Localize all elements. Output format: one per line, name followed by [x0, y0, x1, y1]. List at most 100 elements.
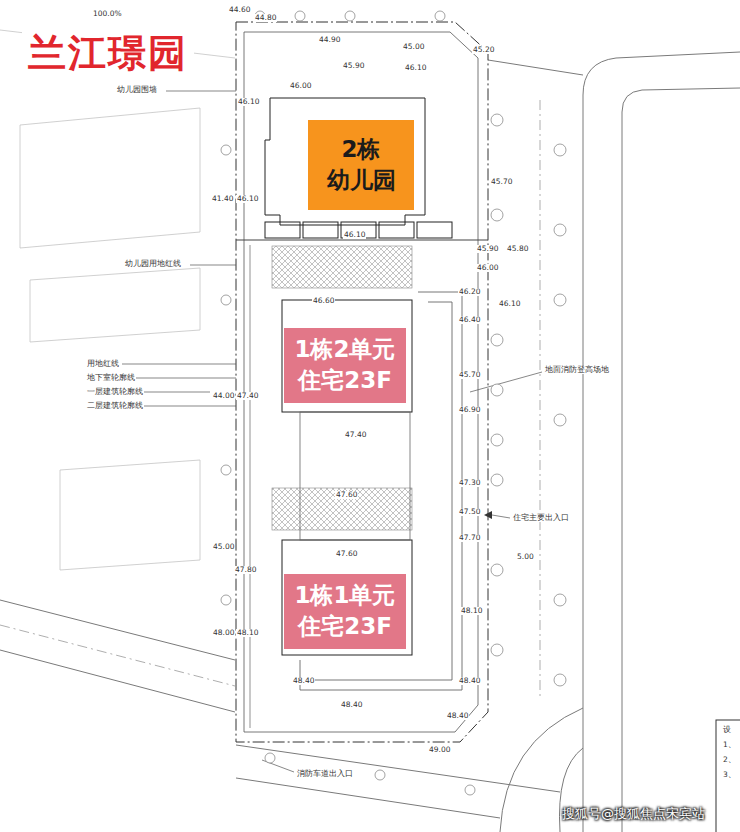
elevation-mark: 49.00 [428, 746, 451, 754]
elevation-mark: 46.40 [458, 316, 481, 324]
tree-symbol [221, 595, 231, 605]
elevation-mark: 45.00 [402, 43, 425, 51]
elevation-mark: 44.80 [254, 14, 277, 22]
tree-symbol [554, 144, 566, 156]
plan-note: 3、 [722, 771, 737, 779]
leader-line [190, 265, 236, 266]
elevation-mark: 48.10 [236, 629, 259, 637]
leader-line [122, 364, 236, 365]
tree-symbol [221, 11, 566, 795]
elevation-mark: 45.80 [506, 245, 529, 253]
elevation-mark: 5.00 [516, 553, 535, 561]
elevation-mark: 48.10 [460, 607, 483, 615]
tree-symbol [491, 474, 503, 486]
tree-symbol [554, 414, 566, 426]
plan-note: 设 [722, 726, 732, 734]
tree-symbol [345, 11, 355, 21]
kindergarten-outline [265, 98, 452, 238]
tree-symbol [221, 465, 231, 475]
elevation-mark: 48.40 [292, 677, 315, 685]
project-title: 兰江璟园 [22, 30, 194, 78]
neighbour-outline [60, 460, 200, 570]
table-frame [716, 720, 740, 832]
plan-note: 地面消防登高场地 [544, 366, 610, 374]
kindergarten-outline [417, 222, 452, 238]
elevation-mark: 47.70 [458, 534, 481, 542]
site-boundary [236, 22, 488, 742]
tree-symbol [491, 644, 503, 656]
plan-note: 100.0% [92, 10, 123, 18]
leader-line [492, 515, 510, 518]
elevation-mark: 48.40 [446, 712, 469, 720]
kindergarten-outline [303, 222, 338, 238]
elevation-mark: 44.60 [228, 6, 251, 14]
elevation-mark: 47.60 [335, 491, 358, 499]
entrance-arrow [484, 511, 492, 519]
road-line [0, 52, 740, 832]
elevation-mark: 46.00 [476, 264, 499, 272]
plan-note: 1、 [722, 741, 737, 749]
building-label: 幼儿园 [327, 165, 396, 196]
tree-symbol [491, 434, 503, 446]
elevation-mark: 47.60 [335, 550, 358, 558]
elevation-mark: 45.20 [472, 46, 495, 54]
tree-symbol [491, 564, 503, 576]
building-label: 住宅23F [298, 365, 392, 396]
tree-symbol [491, 334, 503, 346]
kindergarten-outline [265, 222, 300, 238]
tree-symbol [295, 11, 305, 21]
elevation-mark: 46.10 [498, 300, 521, 308]
hatched-area [272, 246, 412, 288]
elevation-mark: 47.30 [458, 479, 481, 487]
elevation-mark: 44.90 [318, 36, 341, 44]
elevation-mark: 41.40 [211, 195, 234, 203]
tree-symbol [554, 674, 566, 686]
elevation-mark: 48.40 [340, 701, 363, 709]
road-centre-line [0, 100, 540, 700]
tree-symbol [491, 209, 503, 221]
tree-symbol [435, 11, 445, 21]
tree-symbol [554, 224, 566, 236]
tree-symbol [265, 753, 275, 763]
neighbour-outline [20, 108, 200, 248]
elevation-mark: 48.40 [458, 677, 481, 685]
elevation-mark: 45.70 [458, 371, 481, 379]
residential-tag: 1栋2单元住宅23F [284, 328, 406, 403]
elevation-mark: 46.00 [289, 82, 312, 90]
elevation-mark: 45.90 [476, 245, 499, 253]
elevation-mark: 46.10 [404, 64, 427, 72]
hatched-area [272, 488, 412, 530]
building-label: 住宅23F [298, 611, 392, 642]
elevation-mark: 45.90 [342, 62, 365, 70]
residential-tag: 1栋1单元住宅23F [284, 574, 406, 649]
road-line [0, 600, 235, 660]
leader-line [166, 91, 236, 92]
elevation-mark: 46.10 [343, 231, 366, 239]
elevation-mark: 45.70 [490, 178, 513, 186]
hatched-area [272, 246, 412, 530]
elevation-mark: 47.40 [344, 431, 367, 439]
building-label: 1栋2单元 [294, 334, 395, 365]
elevation-mark: 44.00 [212, 392, 235, 400]
residential-outline [282, 300, 412, 655]
elevation-mark: 48.00 [212, 629, 235, 637]
neighbour-outline [0, 30, 235, 570]
elevation-mark: 46.10 [237, 98, 260, 106]
tree-symbol [491, 384, 503, 396]
elevation-mark: 46.10 [236, 195, 259, 203]
leader-line [144, 406, 236, 407]
road-line [583, 52, 740, 832]
plan-note: 幼儿园用地红线 [124, 260, 182, 268]
neighbour-outline [30, 268, 200, 342]
watermark: 搜狐号@搜狐焦点宋宾站 [562, 806, 705, 822]
elevation-mark: 47.50 [458, 508, 481, 516]
plan-note: 2、 [722, 756, 737, 764]
kindergarten-tag: 2栋幼儿园 [308, 120, 414, 210]
road-line [236, 778, 500, 818]
road-centre-line [540, 100, 541, 700]
leader-line [144, 392, 210, 393]
road-line [0, 650, 235, 712]
site-boundary [236, 239, 488, 240]
residential-outline [300, 412, 410, 540]
elevation-mark: 45.00 [212, 543, 235, 551]
